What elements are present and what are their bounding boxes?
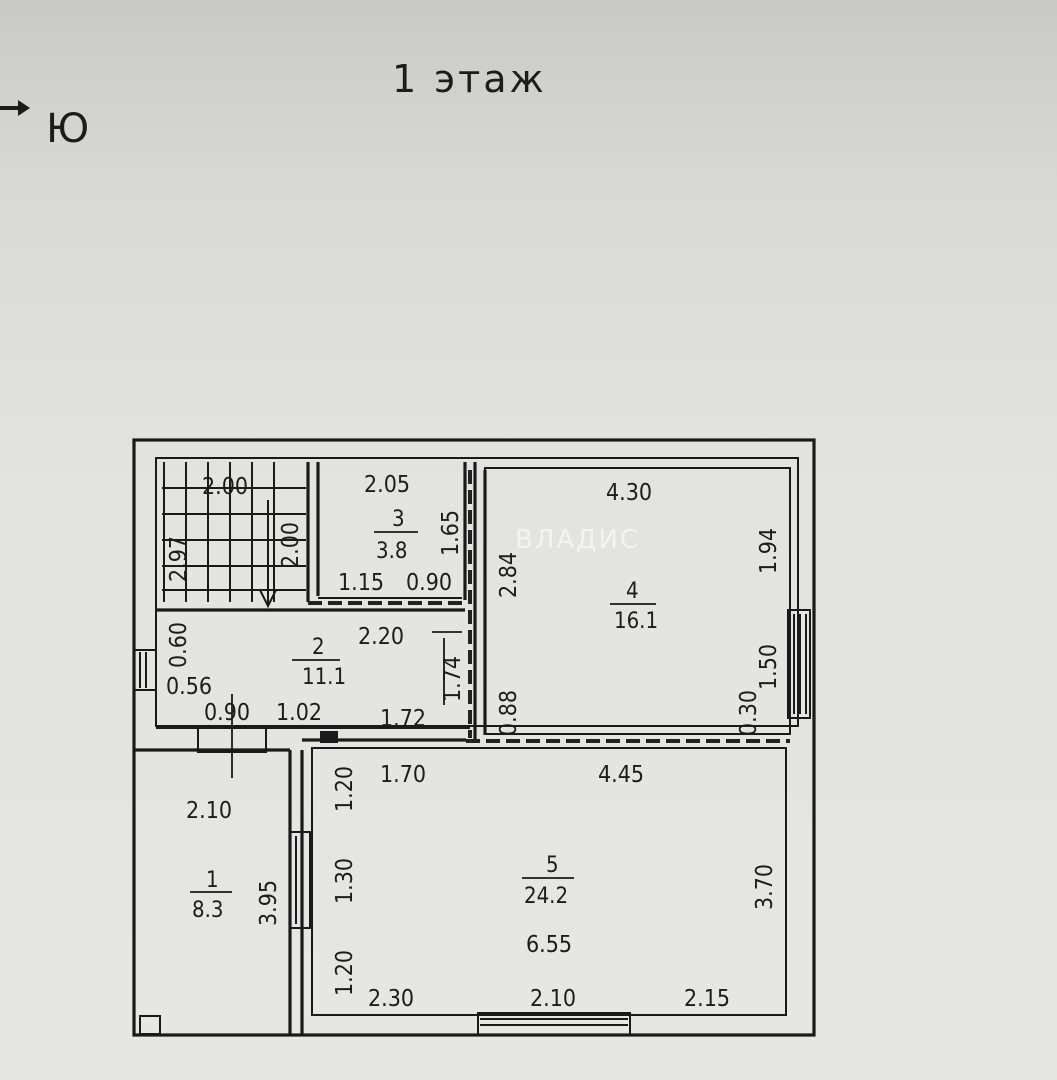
room-number: 1 xyxy=(206,868,219,893)
dim-r5-width: 6.55 xyxy=(526,932,572,958)
window-bottom xyxy=(477,1012,631,1036)
room-area: 3.8 xyxy=(376,539,407,564)
direction-mark: Ю xyxy=(46,106,89,152)
dim-r2-seg-a: 0.90 xyxy=(204,700,250,726)
dim-stair-len-a: 2.97 xyxy=(166,536,192,582)
dim-r4-width: 4.30 xyxy=(606,480,652,506)
dim-stair-len-b: 2.00 xyxy=(278,522,304,568)
room-area: 11.1 xyxy=(302,665,346,690)
dim-r3-height: 1.65 xyxy=(438,510,464,556)
room-area: 24.2 xyxy=(524,884,568,909)
room-number: 4 xyxy=(626,579,639,604)
dim-r1-height: 3.95 xyxy=(256,880,282,926)
dim-r4-gap: 0.30 xyxy=(736,690,762,736)
dim-r2-seg-b: 1.02 xyxy=(276,700,322,726)
dimension-lines xyxy=(231,631,462,778)
watermark: ВЛАДИС xyxy=(515,525,640,555)
dim-r4-left: 2.84 xyxy=(496,552,522,598)
room-4-label: 4 16.1 xyxy=(610,579,658,634)
dim-r4-win: 1.50 xyxy=(756,644,782,690)
dim-r2-width: 2.20 xyxy=(358,624,404,650)
dim-r5-bot-c: 2.15 xyxy=(684,986,730,1012)
dim-r1-width: 2.10 xyxy=(186,798,232,824)
room-area: 16.1 xyxy=(614,609,658,634)
dim-r5-left-a: 1.20 xyxy=(332,766,358,812)
dim-r2-left-top: 0.60 xyxy=(166,622,192,668)
dim-stair-width: 2.00 xyxy=(202,474,248,500)
dimension-labels: 2.00 2.05 1.15 0.90 4.30 2.20 0.56 0.90 … xyxy=(166,472,782,1012)
dim-r3-seg-b: 0.90 xyxy=(406,570,452,596)
room-3-label: 3 3.8 xyxy=(374,507,418,564)
room-area: 8.3 xyxy=(192,898,223,923)
room-number: 3 xyxy=(392,507,405,532)
room-1-label: 1 8.3 xyxy=(190,868,232,923)
outer-walls xyxy=(132,438,816,1037)
room-number: 2 xyxy=(312,635,325,660)
dim-r4-right: 1.94 xyxy=(756,528,782,574)
window-left xyxy=(133,649,157,691)
window-middle xyxy=(289,831,311,929)
dim-r5-bot-a: 2.30 xyxy=(368,986,414,1012)
room-2-label: 2 11.1 xyxy=(292,635,346,690)
dim-r3-width: 2.05 xyxy=(364,472,410,498)
dim-r4-small: 0.88 xyxy=(496,690,522,736)
dim-r5-left-c: 1.20 xyxy=(332,950,358,996)
window-right xyxy=(787,609,811,719)
north-arrow-icon xyxy=(0,100,30,116)
dim-r2-left-win: 0.56 xyxy=(166,674,212,700)
dim-r5-top-b: 4.45 xyxy=(598,762,644,788)
staircase xyxy=(162,462,306,609)
room-number: 5 xyxy=(546,853,559,878)
dim-r5-bot-b: 2.10 xyxy=(530,986,576,1012)
room-5-label: 5 24.2 xyxy=(522,853,574,909)
floor-title: 1 этаж xyxy=(392,57,547,101)
dim-r3-seg-a: 1.15 xyxy=(338,570,384,596)
dim-r2-seg-c: 1.72 xyxy=(380,706,426,732)
dim-r5-right: 3.70 xyxy=(752,864,778,910)
dim-r5-left-b: 1.30 xyxy=(332,858,358,904)
dim-r5-top-a: 1.70 xyxy=(380,762,426,788)
dim-r2-height: 1.74 xyxy=(440,656,466,702)
inner-walls xyxy=(134,462,791,1035)
